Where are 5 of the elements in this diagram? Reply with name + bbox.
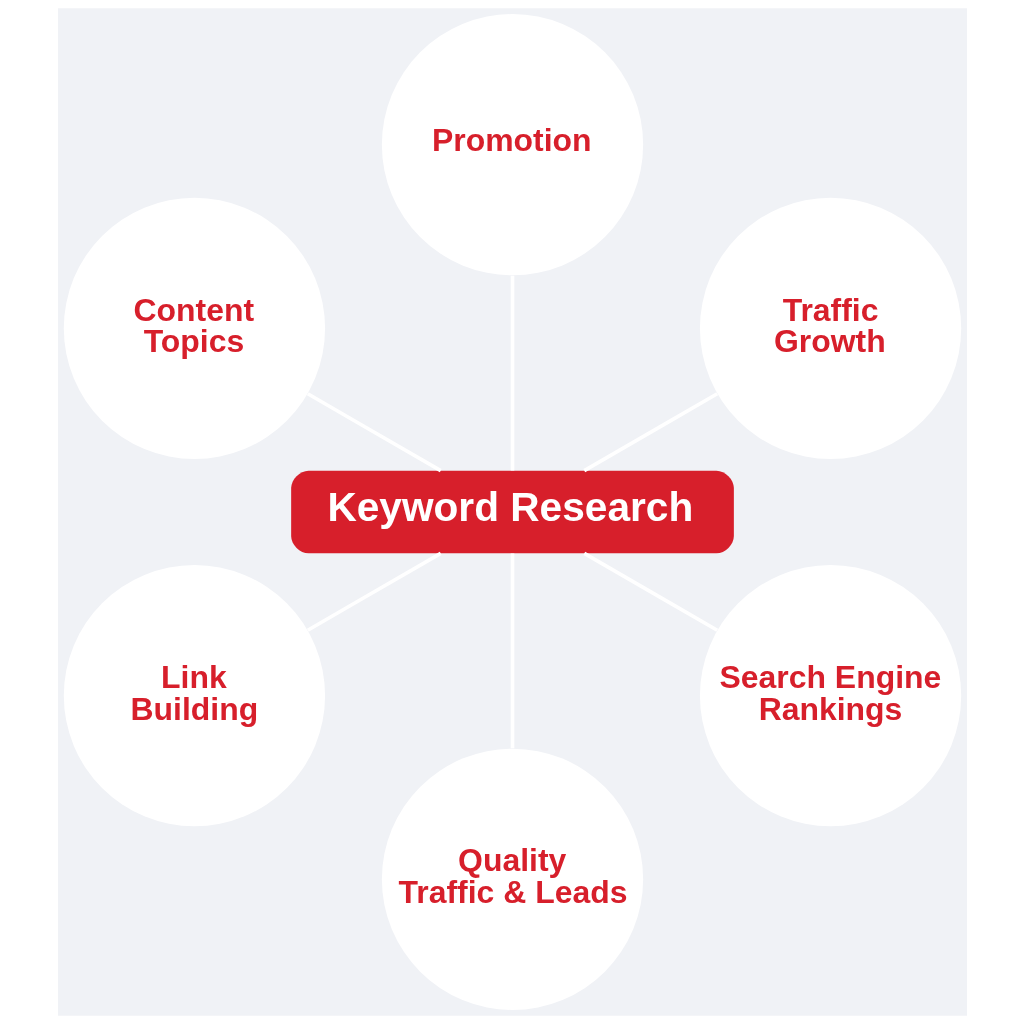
node-box: Keyword Research [290, 470, 734, 554]
connector [306, 392, 442, 473]
connector [306, 551, 442, 632]
connector [582, 392, 718, 473]
connector [582, 551, 718, 632]
